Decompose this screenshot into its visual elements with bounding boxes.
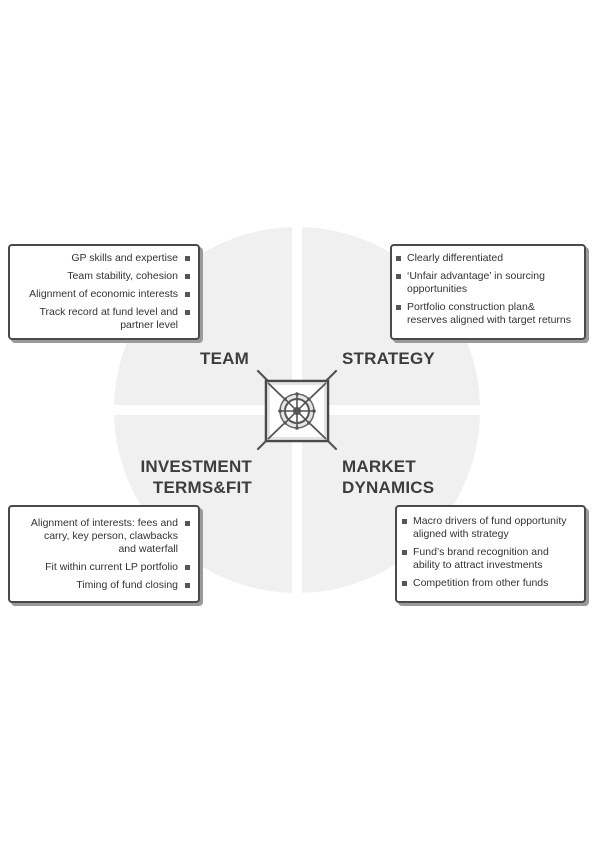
bullet-icon [396, 274, 401, 279]
strategy-title: STRATEGY [342, 349, 435, 368]
bullet-icon [396, 305, 401, 310]
list-item: Clearly differentiated [396, 252, 580, 265]
list-item: Portfolio construction plan&reserves ali… [396, 301, 580, 327]
bullet-icon [402, 519, 407, 524]
strategy-criteria-box: Clearly differentiated ‘Unfair advantage… [390, 244, 586, 340]
list-item: Team stability, cohesion [16, 270, 192, 283]
quadrant-team [114, 227, 292, 405]
bullet-icon [402, 581, 407, 586]
bullet-icon [185, 565, 190, 570]
market-dynamics-title: MARKET DYNAMICS [342, 457, 435, 497]
bullet-icon [185, 310, 190, 315]
quadrant-market-dynamics [302, 415, 480, 593]
list-item: GP skills and expertise [16, 252, 192, 265]
list-item: Fit within current LP portfolio [16, 561, 192, 574]
team-title: TEAM [200, 349, 249, 368]
quadrant-investment-terms [114, 415, 292, 593]
list-item: Timing of fund closing [16, 579, 192, 592]
team-criteria-list: GP skills and expertise Team stability, … [16, 252, 192, 332]
bullet-icon [396, 256, 401, 261]
team-criteria-box: GP skills and expertise Team stability, … [8, 244, 200, 340]
investment-terms-title: INVESTMENT TERMS&FIT [140, 457, 252, 497]
bullet-icon [185, 256, 190, 261]
list-item: Alignment of economic interests [16, 288, 192, 301]
bullet-icon [185, 521, 190, 526]
bullet-icon [402, 550, 407, 555]
list-item: Competition from other funds [402, 577, 580, 590]
strategy-criteria-list: Clearly differentiated ‘Unfair advantage… [396, 252, 580, 327]
bullet-icon [185, 292, 190, 297]
bullet-icon [185, 274, 190, 279]
ship-wheel-icon [278, 392, 316, 430]
bullet-icon [185, 583, 190, 588]
